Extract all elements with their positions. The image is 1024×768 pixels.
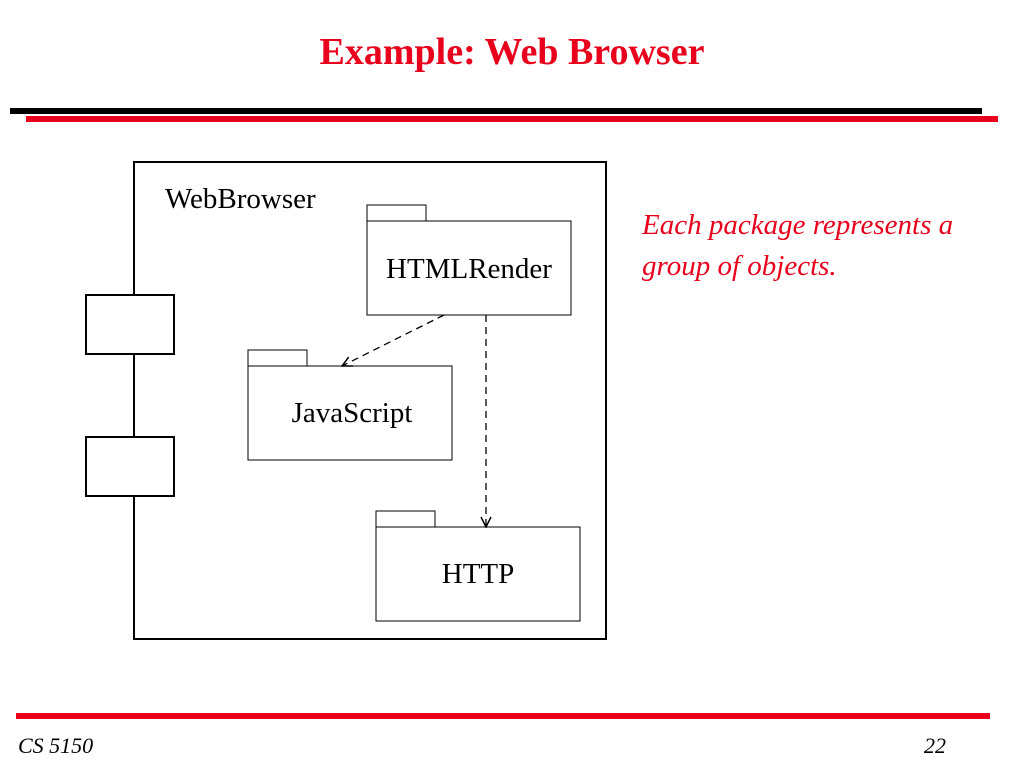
- package-label: HTMLRender: [386, 253, 552, 285]
- package-body: [247, 365, 453, 461]
- package-label: HTTP: [442, 558, 515, 590]
- package-javascript: JavaScript: [247, 349, 453, 461]
- webbrowser-label: WebBrowser: [165, 183, 316, 215]
- slide-title: Example: Web Browser: [319, 31, 705, 73]
- package-body: [375, 526, 581, 622]
- package-diagram: WebBrowser HTMLRender JavaScript HTTP: [85, 161, 607, 640]
- interface-port-lower: [85, 436, 175, 497]
- package-htmlrender: HTMLRender: [366, 204, 572, 316]
- course-code: CS 5150: [18, 733, 94, 758]
- page-number: 22: [924, 733, 946, 758]
- package-tab: [375, 510, 436, 528]
- package-http: HTTP: [375, 510, 581, 622]
- footer-rule: [16, 713, 990, 719]
- header-rule-black: [10, 108, 982, 114]
- package-label: JavaScript: [292, 397, 413, 429]
- interface-port-upper: [85, 294, 175, 355]
- header-rule-red: [26, 116, 998, 122]
- package-body: [366, 220, 572, 316]
- package-tab: [366, 204, 427, 222]
- package-tab: [247, 349, 308, 367]
- annotation-note: Each package represents a group of objec…: [642, 209, 954, 282]
